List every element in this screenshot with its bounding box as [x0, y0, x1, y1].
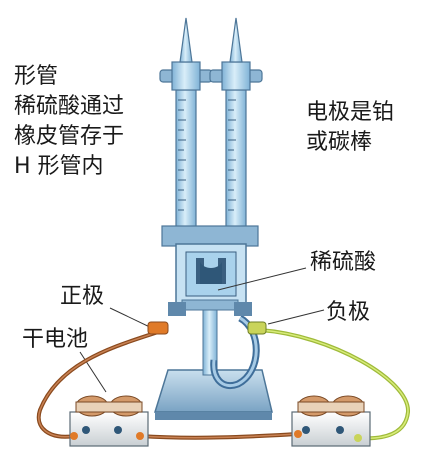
positive-pole-label: 正极 — [60, 284, 105, 309]
negative-pole-label: 负极 — [326, 300, 371, 325]
electrode-note-2: 或碳棒 — [306, 130, 373, 155]
h-tube-lower — [161, 225, 259, 316]
h-tube-icon — [159, 17, 263, 231]
note-line-1: 形管 — [14, 64, 59, 89]
dry-cell-label: 干电池 — [22, 327, 89, 352]
dilute-acid-label: 稀硫酸 — [310, 250, 377, 275]
note-line-4: H 形管内 — [14, 154, 104, 179]
electrode-note-1: 电极是铂 — [306, 100, 395, 125]
note-line-3: 橡皮管存于 — [14, 124, 125, 149]
battery-icon — [69, 395, 149, 447]
note-line-2: 稀硫酸通过 — [14, 94, 125, 119]
battery-icon-right — [291, 395, 371, 447]
